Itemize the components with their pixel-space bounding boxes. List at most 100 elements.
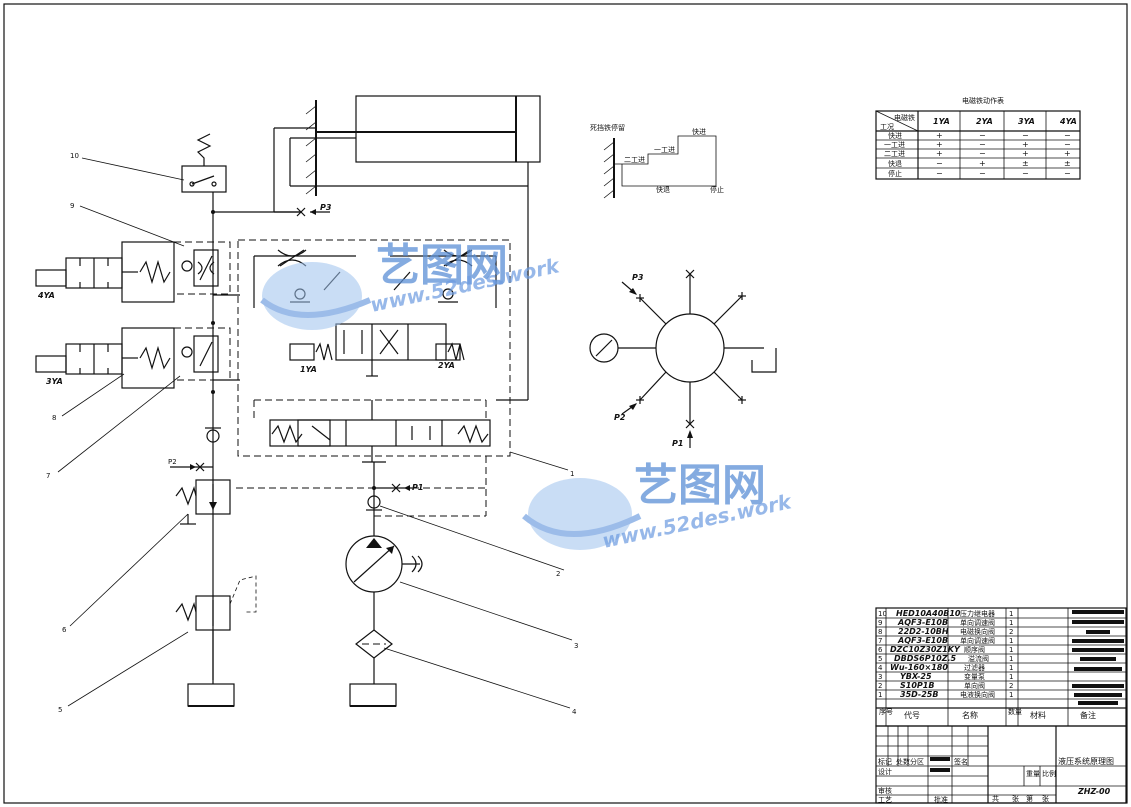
callout-4ya: 4YA [37, 291, 55, 300]
action-cell: − [1064, 169, 1071, 178]
tb-total: 共 [992, 794, 999, 803]
hydraulic-cylinder [289, 95, 541, 401]
watermark-brand-2: 艺图网 [634, 460, 766, 511]
part-name: 过滤器 [964, 663, 985, 672]
part-code: HED10A40B10 [896, 609, 961, 618]
gauge-p1-label: P1 [672, 439, 683, 448]
callout-1: 1 [570, 470, 574, 478]
tb-process: 工艺 [878, 796, 892, 804]
tb-drawing-no: ZHZ-00 [1077, 787, 1111, 796]
parts-row: 5 DBDS6P10Z.5 溢流阀 1 [878, 654, 1013, 663]
part-code: 22D2-10BH [898, 627, 949, 636]
part-qty: 1 [1009, 691, 1013, 699]
part-name: 单向阀 [964, 681, 985, 690]
tb-of: 第 [1026, 794, 1033, 803]
action-cell: − [979, 131, 986, 140]
valve-label-1ya: 1YA [300, 365, 317, 374]
solenoid-valve-3ya [35, 327, 175, 389]
parts-row: 9 AQF3-E10B 单向调速阀 1 [878, 618, 1013, 627]
part-no: 10 [878, 610, 887, 618]
solenoid-valve-4ya [35, 241, 175, 303]
drawing-frame [3, 3, 1128, 804]
work-cycle-diagram: 死挡铁停留 快进 一工进 二工进 快退 停止 [590, 123, 724, 199]
tb-weight: 重量 [1026, 770, 1040, 778]
parts-header-remark: 备注 [1080, 710, 1096, 720]
action-col-3ya: 3YA [1018, 117, 1035, 126]
callout-8: 8 [52, 414, 56, 422]
part-qty: 1 [1009, 664, 1013, 672]
parts-row: 1 35D-25B 电液换向阀 1 [878, 690, 1013, 699]
pressure-gauge [589, 333, 619, 363]
action-cell: ± [1022, 159, 1029, 168]
tb-sheet2: 张 [1042, 794, 1049, 803]
part-name: 变量泵 [964, 672, 985, 681]
part-name: 单向调速阀 [960, 636, 995, 645]
part-qty: 2 [1009, 628, 1013, 636]
solenoid-action-table: 电磁铁动作表 电磁铁 工况 1YA 2YA 3YA 4YA 快进 + − − −… [875, 96, 1081, 180]
callout-10: 10 [70, 152, 79, 160]
parts-header-material: 材料 [1030, 710, 1046, 720]
tb-scale: 比例 [1042, 769, 1056, 778]
callout-9: 9 [70, 202, 74, 210]
parts-header-seq: 序号 [879, 707, 893, 716]
action-cell: + [979, 159, 986, 168]
part-no: 6 [878, 646, 883, 654]
cycle-work1-label: 一工进 [654, 146, 675, 154]
action-cell: − [1022, 131, 1029, 140]
action-col-1ya: 1YA [933, 117, 950, 126]
part-code: S10P1B [900, 681, 934, 690]
part-qty: 2 [1009, 682, 1013, 690]
tb-count: 处数 [896, 757, 910, 766]
action-row-label: 快退 [888, 159, 902, 168]
action-cell: − [979, 169, 986, 178]
action-cell: − [1022, 169, 1029, 178]
pressure-gauge-switch: P3 P2 P1 [589, 269, 777, 448]
cycle-stop-label: 死挡铁停留 [590, 123, 625, 132]
parts-row: 7 AQF3-E10B 单向调速阀 1 [878, 636, 1013, 645]
part-code: AQF3-E10B [897, 636, 948, 645]
parts-header-code: 代号 [904, 710, 920, 720]
tb-approve: 批准 [934, 795, 948, 804]
relief-valve-5 [175, 575, 257, 707]
part-code: AQF3-E10B [897, 618, 948, 627]
main-supply-line [181, 127, 316, 680]
gauge-p2-label: P2 [614, 413, 626, 422]
action-cell: ± [1064, 159, 1071, 168]
action-row-label: 快进 [888, 131, 902, 140]
watermark-brand-1: 艺图网 [376, 240, 508, 291]
action-row-label: 二工进 [884, 150, 905, 158]
action-table-title: 电磁铁动作表 [962, 96, 1004, 105]
part-qty: 1 [1009, 637, 1013, 645]
action-cell: + [936, 131, 943, 140]
tb-sign: 签名 [954, 757, 968, 766]
action-cell: − [936, 159, 943, 168]
part-qty: 1 [1009, 610, 1013, 618]
action-col-2ya: 2YA [976, 117, 993, 126]
part-code: DZC10Z30Z1KY [890, 645, 961, 654]
sequence-valve-6 [175, 479, 231, 525]
action-row-label: 一工进 [884, 141, 905, 149]
part-name: 溢流阀 [968, 654, 989, 663]
part-qty: 1 [1009, 619, 1013, 627]
part-no: 1 [878, 691, 882, 699]
parts-row: 2 S10P1B 单向阀 2 [878, 681, 1013, 690]
parts-row: 4 Wu-160×180 过滤器 1 [878, 663, 1013, 672]
callout-leaders: 10 9 4YA 3YA 8 7 6 5 1 2 3 4 [37, 152, 578, 716]
callout-5: 5 [58, 706, 62, 714]
action-cell: + [1064, 149, 1071, 158]
main-check-valve [206, 429, 220, 443]
action-cell: − [979, 140, 986, 149]
port-p1-label: P1 [412, 483, 423, 492]
action-cell: + [936, 149, 943, 158]
action-table-corner-bottom: 工况 [880, 123, 894, 131]
parts-row: 3 YBX-25 变量泵 1 [878, 672, 1013, 681]
callout-4: 4 [572, 708, 577, 716]
flow-valve-7 [173, 327, 231, 381]
part-code: 35D-25B [900, 690, 938, 699]
port-p2: P2 [168, 458, 213, 472]
tb-sheet: 张 [1012, 794, 1019, 803]
action-cell: + [936, 140, 943, 149]
callout-2: 2 [556, 570, 560, 578]
part-name: 电液换向阀 [960, 690, 995, 699]
